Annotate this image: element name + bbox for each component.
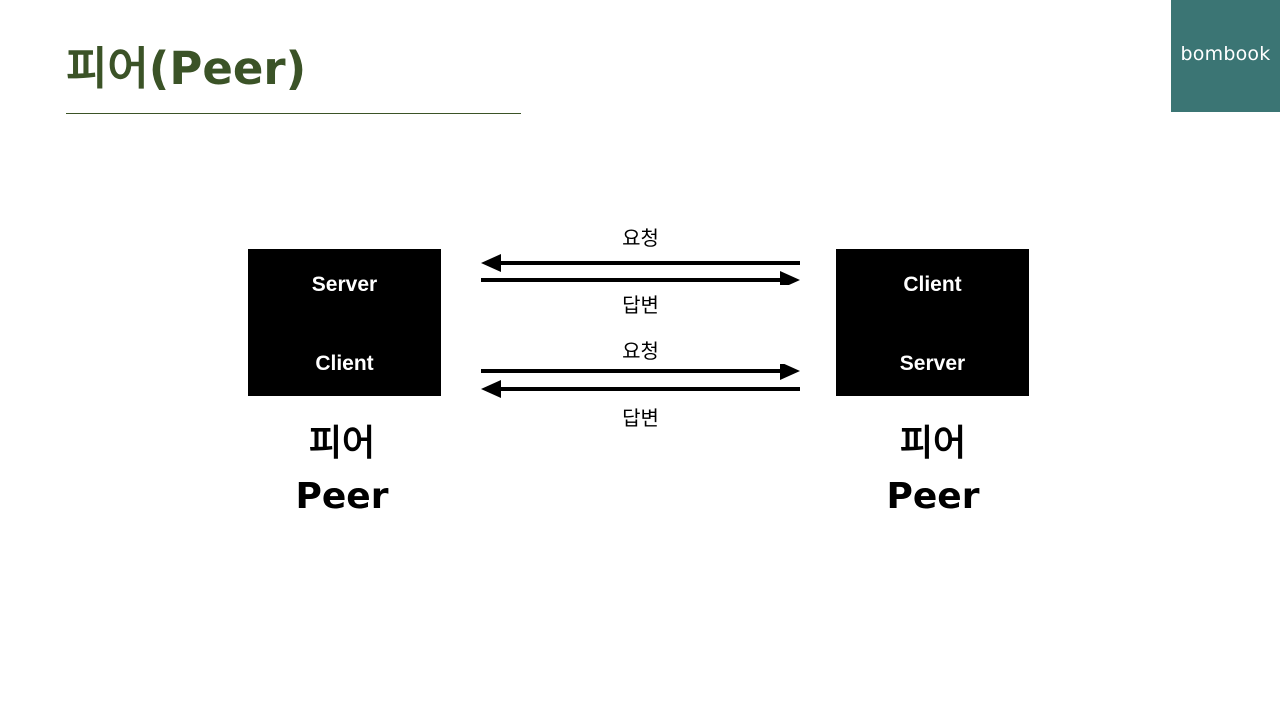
arrow-label-lower-reply: 답변 <box>622 406 659 430</box>
peer-right-role-top: Client <box>903 273 962 296</box>
peer-right-caption-korean: 피어 <box>899 423 967 464</box>
arrow-label-lower-request: 요청 <box>622 339 659 363</box>
peer-left-role-top: Server <box>311 273 378 296</box>
brand-logo: bombook <box>1171 0 1280 112</box>
peer-right-role-bottom: Server <box>899 352 966 375</box>
peer-left-role-bottom: Client <box>315 352 374 375</box>
arrow-label-upper-reply: 답변 <box>622 293 659 317</box>
peer-left-caption-english: Peer <box>295 475 389 517</box>
peer-node-left: Server Client <box>248 249 441 396</box>
arrow-label-upper-request: 요청 <box>622 226 659 250</box>
peer-left-caption-korean: 피어 <box>308 423 376 464</box>
title-underline-divider <box>66 113 521 114</box>
peer-node-right: Client Server <box>836 249 1029 396</box>
page-title: 피어(Peer) <box>66 42 307 95</box>
arrow-pair-lower-icon <box>481 364 800 398</box>
peer-right-caption-english: Peer <box>886 475 980 517</box>
brand-logo-text: bombook <box>1180 43 1271 65</box>
peer-left-caption: 피어 Peer <box>212 418 472 524</box>
peer-right-caption: 피어 Peer <box>803 418 1063 524</box>
arrow-pair-upper-icon <box>481 254 800 285</box>
